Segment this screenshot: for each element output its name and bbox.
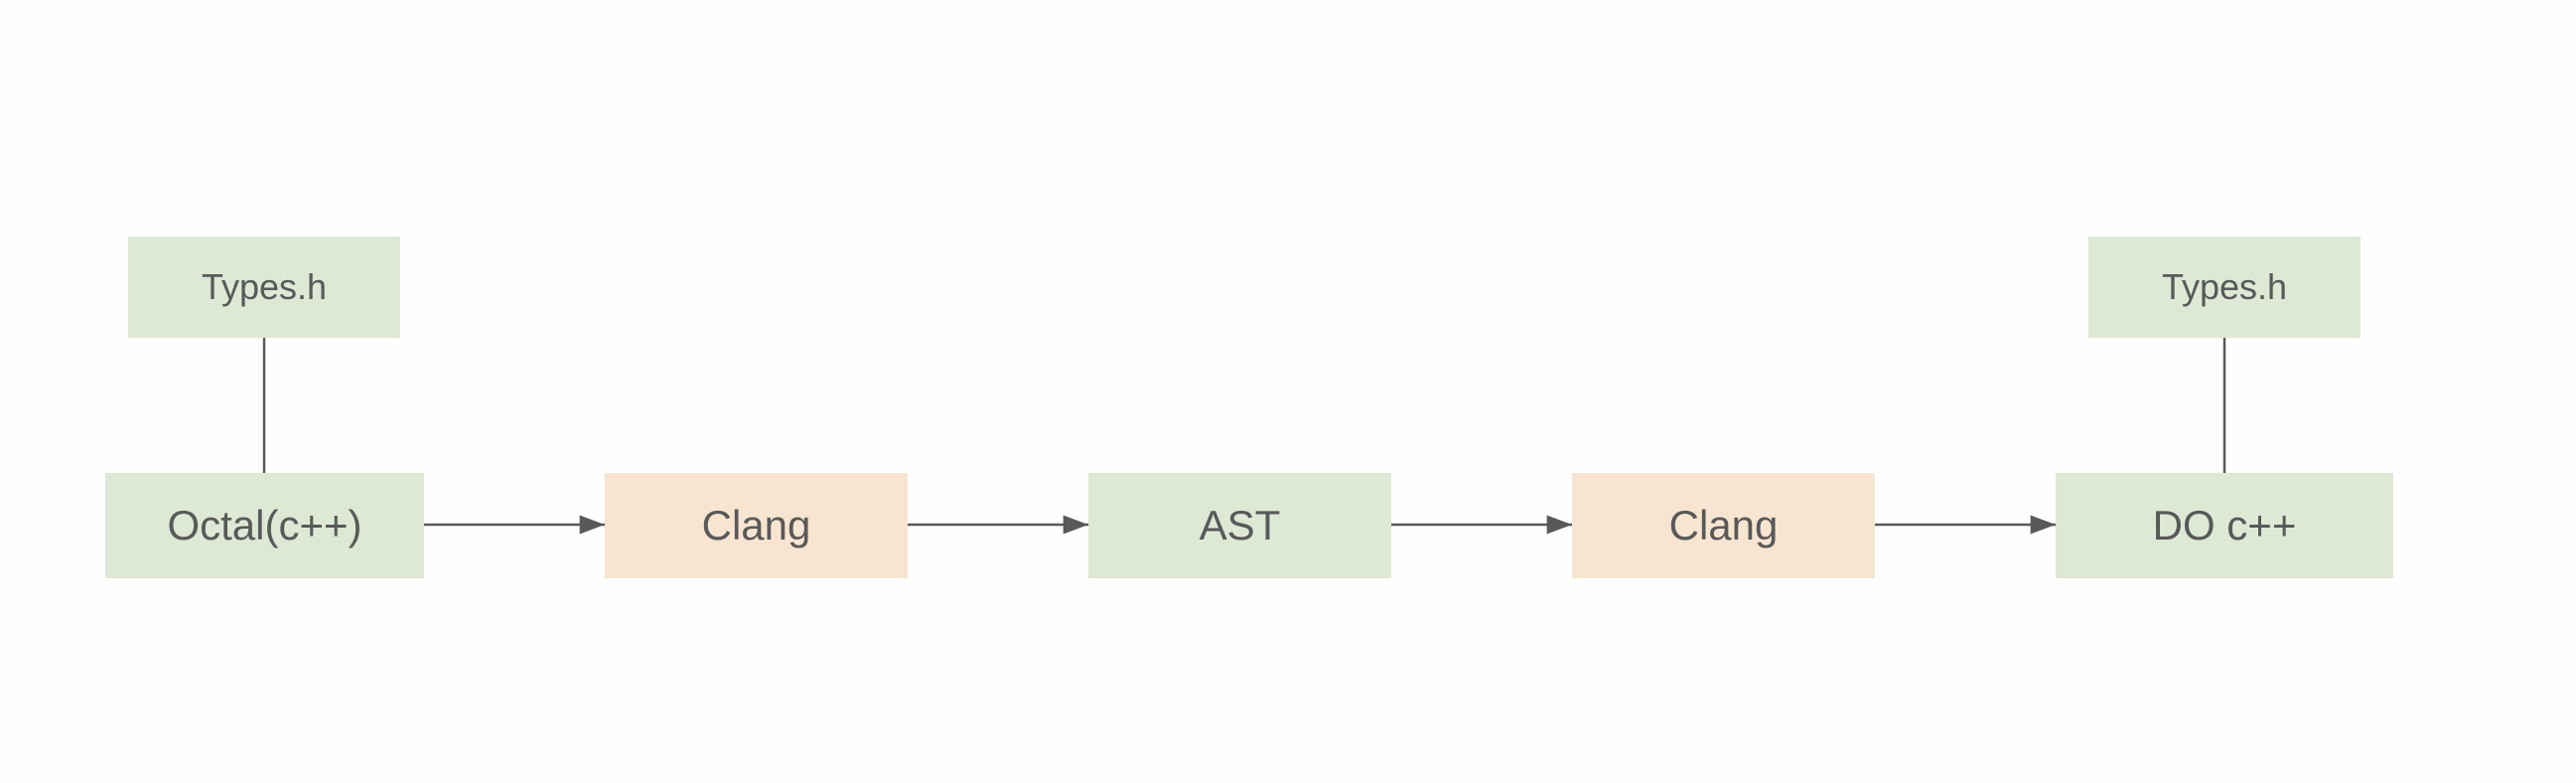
node-types-h-left-label: Types.h: [201, 266, 328, 307]
node-do-cpp: DO c++: [2056, 473, 2393, 578]
node-octal-cpp: Octal(c++): [105, 473, 424, 578]
node-types-h-right: Types.h: [2088, 236, 2361, 338]
node-do-cpp-label: DO c++: [2152, 502, 2297, 548]
node-ast: AST: [1088, 473, 1391, 578]
node-clang-second-label: Clang: [1668, 502, 1779, 548]
node-clang-first-label: Clang: [701, 502, 811, 548]
node-clang-first: Clang: [605, 473, 908, 578]
node-ast-label: AST: [1199, 502, 1281, 548]
node-clang-second: Clang: [1572, 473, 1875, 578]
node-octal-cpp-label: Octal(c++): [167, 502, 362, 548]
node-types-h-right-label: Types.h: [2161, 266, 2288, 307]
node-types-h-left: Types.h: [128, 236, 400, 338]
